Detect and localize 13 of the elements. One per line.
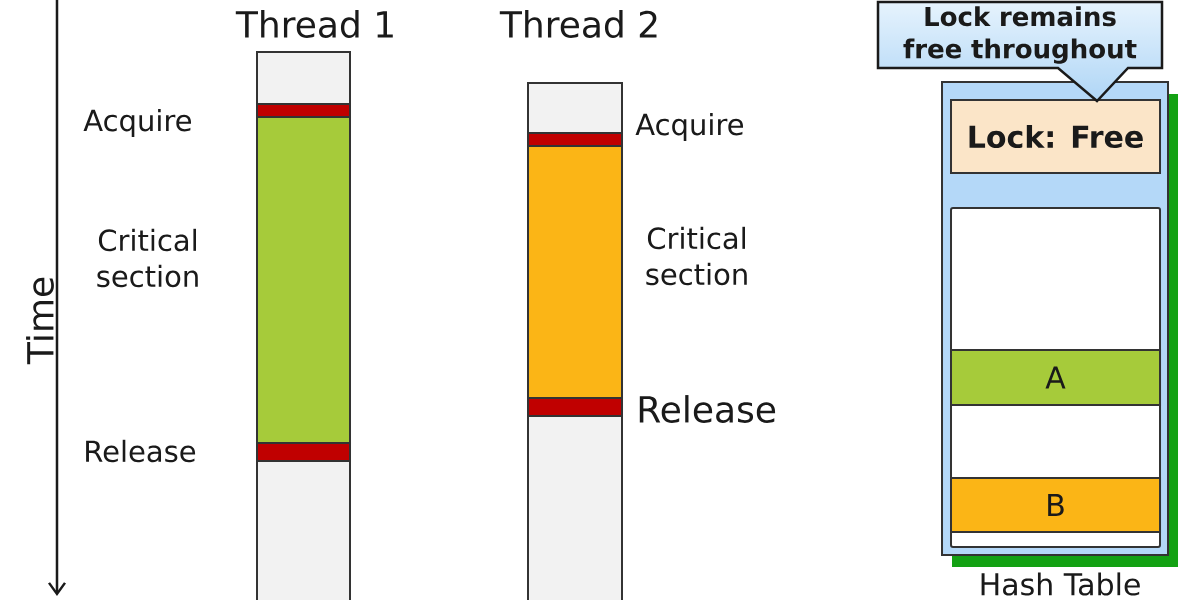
event-label: Acquire (635, 112, 743, 142)
lock-status-box: Lock: Free (950, 99, 1161, 174)
table-entry: B (950, 477, 1161, 533)
phase-label: Critical section (646, 226, 747, 286)
thread-heading: Thread 2 (499, 10, 657, 38)
thread-heading: Thread 1 (235, 10, 393, 38)
event-label: Acquire (83, 108, 191, 138)
phase-label: Critical section (97, 228, 198, 288)
table-entry: A (950, 349, 1161, 406)
event-label: Release (639, 395, 776, 423)
axis-label: Time (26, 277, 54, 365)
event-label: Release (86, 439, 196, 463)
table-caption: Hash Table (981, 572, 1140, 596)
